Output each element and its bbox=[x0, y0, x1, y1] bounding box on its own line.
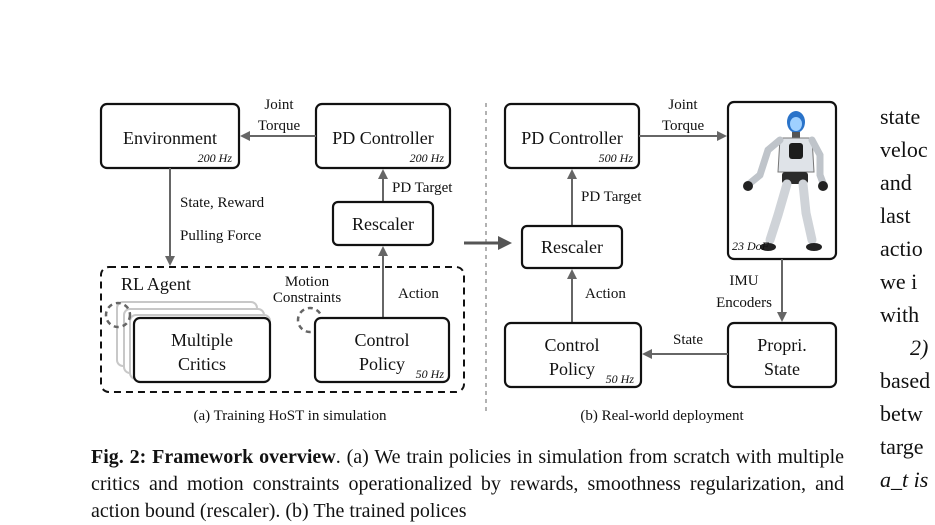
control-policy-right-2: Policy bbox=[549, 359, 595, 379]
rescaler-box-left: Rescaler bbox=[331, 200, 435, 247]
right-column-text: state veloc and last actio we i with 2) … bbox=[880, 100, 935, 496]
caption-a: (a) Training HoST in simulation bbox=[193, 408, 387, 424]
pd-controller-label: PD Controller bbox=[332, 128, 434, 148]
pd-controller-freq-right: 500 Hz bbox=[599, 151, 634, 165]
environment-freq: 200 Hz bbox=[198, 151, 233, 165]
motion-constraints-label-1: Motion bbox=[285, 274, 330, 290]
propri-state-box: Propri. State bbox=[726, 321, 838, 389]
right-text-line: based bbox=[880, 368, 931, 393]
state-reward-label: State, Reward bbox=[180, 195, 265, 211]
control-policy-freq: 50 Hz bbox=[416, 367, 445, 381]
pd-target-label: PD Target bbox=[392, 180, 453, 196]
critics-stack: Multiple Critics bbox=[116, 301, 272, 384]
joint-torque-label-1: Joint bbox=[264, 97, 294, 113]
pd-target-label-right: PD Target bbox=[581, 189, 642, 205]
joint-torque-right-1: Joint bbox=[668, 97, 698, 113]
critics-label-1: Multiple bbox=[171, 330, 233, 350]
imu-label: IMU bbox=[729, 273, 758, 289]
action-label-right: Action bbox=[585, 286, 626, 302]
right-text-line: actio bbox=[880, 236, 923, 261]
pd-controller-box-right: PD Controller 500 Hz bbox=[503, 102, 641, 170]
right-text-line: we i bbox=[880, 269, 918, 294]
control-policy-freq-right: 50 Hz bbox=[606, 372, 635, 386]
right-text-line: state bbox=[880, 104, 921, 129]
joint-torque-label-2: Torque bbox=[258, 118, 301, 134]
control-policy-right-1: Control bbox=[544, 335, 599, 355]
right-text-line: with bbox=[880, 302, 920, 327]
pd-controller-freq: 200 Hz bbox=[410, 151, 445, 165]
pd-controller-label-right: PD Controller bbox=[521, 128, 623, 148]
propri-label-1: Propri. bbox=[757, 335, 807, 355]
rescaler-label-right: Rescaler bbox=[541, 237, 603, 257]
action-label-left: Action bbox=[398, 286, 439, 302]
rescaler-box-right: Rescaler bbox=[520, 224, 624, 270]
right-text-line: a_t is bbox=[880, 467, 929, 492]
motion-constraints-label-2: Constraints bbox=[273, 290, 341, 306]
robot-box: 23 DoF bbox=[726, 100, 838, 261]
robot-dof-label: 23 DoF bbox=[732, 239, 770, 253]
right-text-line: veloc bbox=[880, 137, 928, 162]
right-text-line: targe bbox=[880, 434, 924, 459]
right-text-line: and bbox=[880, 170, 912, 195]
right-text-line: 2) bbox=[910, 335, 929, 360]
caption-b: (b) Real-world deployment bbox=[580, 408, 744, 424]
figure-caption-bold: Fig. 2: Framework overview bbox=[91, 446, 336, 468]
control-policy-box-left: Control Policy 50 Hz bbox=[313, 316, 451, 384]
sim-to-real-arrowhead bbox=[498, 236, 512, 250]
environment-label: Environment bbox=[123, 128, 217, 148]
pulling-force-label: Pulling Force bbox=[180, 228, 262, 244]
pd-controller-box-left: PD Controller 200 Hz bbox=[314, 102, 452, 170]
framework-diagram: Environment 200 Hz PD Controller 200 Hz … bbox=[99, 97, 838, 424]
rl-agent-box bbox=[100, 266, 465, 393]
humanoid-robot-icon bbox=[743, 111, 828, 251]
loop-icon-critics bbox=[104, 301, 132, 329]
control-policy-label-2: Policy bbox=[359, 354, 405, 374]
rescaler-label: Rescaler bbox=[352, 214, 414, 234]
figure-caption: Fig. 2: Framework overview. (a) We train… bbox=[91, 444, 844, 525]
environment-box: Environment 200 Hz bbox=[99, 102, 241, 170]
propri-label-2: State bbox=[764, 359, 800, 379]
right-text-line: last bbox=[880, 203, 911, 228]
critics-label-2: Critics bbox=[178, 354, 226, 374]
encoders-label: Encoders bbox=[716, 295, 772, 311]
control-policy-box-right: Control Policy 50 Hz bbox=[503, 321, 643, 389]
figure-caption-text: . (a) We train policies in simulation fr… bbox=[91, 446, 844, 522]
control-policy-label-1: Control bbox=[354, 330, 409, 350]
state-label-right: State bbox=[673, 332, 703, 348]
joint-torque-right-2: Torque bbox=[662, 118, 705, 134]
right-text-line: betw bbox=[880, 401, 923, 426]
rl-agent-label: RL Agent bbox=[121, 274, 191, 294]
